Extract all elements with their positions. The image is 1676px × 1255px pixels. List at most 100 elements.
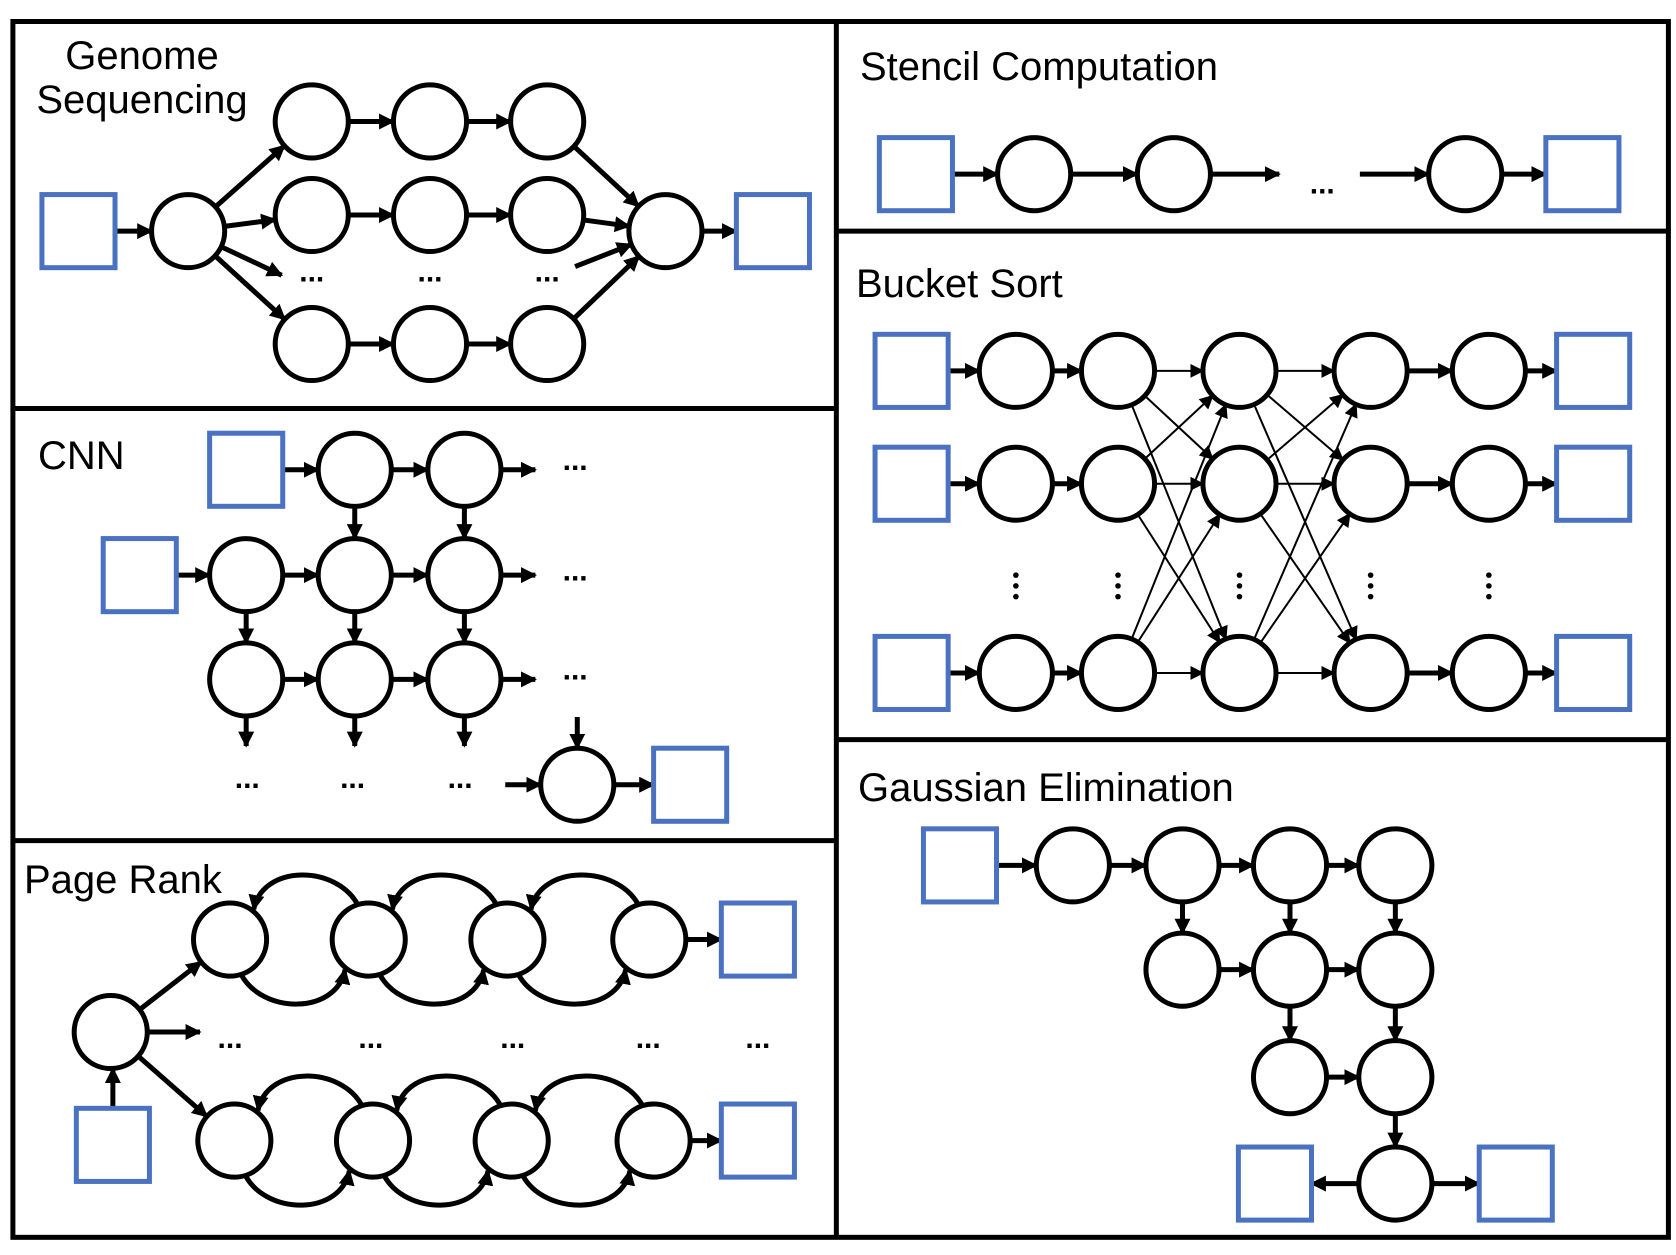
bucket-task-node <box>1200 331 1279 410</box>
pagerank-forward-edge <box>381 1169 494 1208</box>
genome-task-node <box>390 82 470 161</box>
bucket-vertical-ellipsis-dot <box>1236 572 1243 578</box>
pagerank-output-square-1 <box>718 900 797 979</box>
task-node <box>1143 826 1222 905</box>
gaussian-final-node <box>1356 1144 1435 1223</box>
panel-borders <box>10 19 1671 1240</box>
bucket-task-node <box>1449 633 1528 713</box>
bucket-task-node <box>1078 444 1158 523</box>
bucket-task-node <box>1078 331 1158 410</box>
bucket-vertical-ellipsis-dot <box>1367 583 1374 589</box>
pagerank-output-square-2 <box>718 1101 797 1180</box>
task-node <box>425 430 504 509</box>
genome-title-line2: Sequencing <box>36 78 248 122</box>
edges <box>104 113 1559 1208</box>
pagerank-back-edge <box>530 1073 646 1113</box>
nodes <box>39 82 1633 1223</box>
bucket-vertical-ellipsis-dot <box>1367 572 1374 578</box>
page-rank-title: Page Rank <box>24 858 222 902</box>
pagerank-ellipsis: ... <box>500 1022 525 1055</box>
genome-task-node <box>272 304 351 384</box>
pagerank-ellipsis: ... <box>358 1022 383 1055</box>
genome-task-node <box>272 175 351 255</box>
gaussian-output-square-2 <box>1476 1144 1555 1223</box>
genome-fanin-edge <box>583 216 631 233</box>
genome-fanout-edge <box>224 213 278 230</box>
cnn-ellipsis: ... <box>563 555 588 588</box>
bucket-output-square <box>1554 444 1633 523</box>
task-node <box>191 900 270 979</box>
genome-ellipsis: ... <box>299 256 324 289</box>
bucket-task-node <box>1200 633 1279 713</box>
bucket-vertical-ellipsis-dot <box>1013 593 1019 600</box>
task-node <box>195 1101 274 1180</box>
bucket-shuffle-edge <box>1253 403 1358 640</box>
task-node <box>425 536 504 615</box>
cnn-ellipsis: ... <box>448 762 473 795</box>
cnn-output-square <box>651 745 730 824</box>
stencil-output-square <box>1543 135 1622 214</box>
bucket-shuffle-edge <box>1136 513 1221 643</box>
bucket-task-node <box>976 444 1055 523</box>
genome-title-line1: Genome <box>65 34 219 78</box>
task-node <box>1356 930 1435 1009</box>
bucket-vertical-ellipsis-dot <box>1013 583 1019 589</box>
task-node <box>1356 826 1435 905</box>
pagerank-back-edge <box>248 872 361 912</box>
genome-task-node <box>508 175 587 255</box>
cnn-ellipsis: ... <box>235 762 260 795</box>
genome-fanin-edge <box>572 144 641 209</box>
genome-output-square <box>733 192 812 271</box>
cnn-title: CNN <box>38 434 125 478</box>
cnn-input-square-2 <box>100 536 179 615</box>
task-node <box>1250 826 1330 905</box>
pagerank-source-node <box>71 992 150 1072</box>
pagerank-back-edge <box>525 872 641 912</box>
bucket-output-square <box>1554 331 1633 410</box>
genome-merge-node <box>626 192 705 271</box>
bucket-task-node <box>1078 633 1158 713</box>
pagerank-back-edge <box>252 1073 365 1113</box>
pagerank-input-square <box>73 1105 152 1184</box>
bucket-shuffle-edge <box>1259 512 1351 644</box>
bucket-vertical-ellipsis-dot <box>1236 583 1243 589</box>
cnn-ellipsis: ... <box>563 444 588 477</box>
genome-fanout-edge <box>213 143 287 209</box>
genome-split-node <box>149 192 228 271</box>
genome-task-node <box>508 82 587 161</box>
cnn-final-node <box>538 745 617 824</box>
edge-arrow <box>138 959 203 1012</box>
pagerank-forward-edge <box>238 968 351 1007</box>
task-node <box>315 536 394 615</box>
bucket-output-square <box>1554 633 1633 713</box>
genome-task-node <box>272 82 351 161</box>
task-node <box>425 640 504 719</box>
stencil-computation-title: Stencil Computation <box>860 45 1218 89</box>
task-node <box>1250 930 1330 1009</box>
gaussian-output-square-1 <box>1235 1144 1315 1223</box>
task-node <box>1134 135 1213 214</box>
task-node <box>207 536 286 615</box>
bucket-vertical-ellipsis-dot <box>1115 583 1121 589</box>
task-node <box>468 900 547 979</box>
task-node <box>995 135 1074 214</box>
edge-arrow <box>136 1054 209 1119</box>
genome-fanout-edge <box>220 244 284 278</box>
genome-task-node <box>390 304 470 384</box>
bucket-task-node <box>1449 331 1528 410</box>
pagerank-forward-edge <box>520 1169 636 1208</box>
task-node <box>315 430 394 509</box>
bucket-shuffle-edge <box>1144 394 1214 460</box>
bucket-input-square <box>872 331 951 410</box>
stencil-input-square <box>876 135 955 214</box>
pagerank-back-edge <box>391 1073 504 1113</box>
bucket-task-node <box>1449 444 1528 523</box>
task-node <box>610 900 689 979</box>
stencil-ellipsis: ... <box>1310 168 1335 201</box>
task-node <box>207 640 286 719</box>
task-node <box>472 1101 551 1180</box>
task-node <box>1033 826 1112 905</box>
task-node <box>614 1101 693 1180</box>
task-node <box>1143 930 1222 1009</box>
